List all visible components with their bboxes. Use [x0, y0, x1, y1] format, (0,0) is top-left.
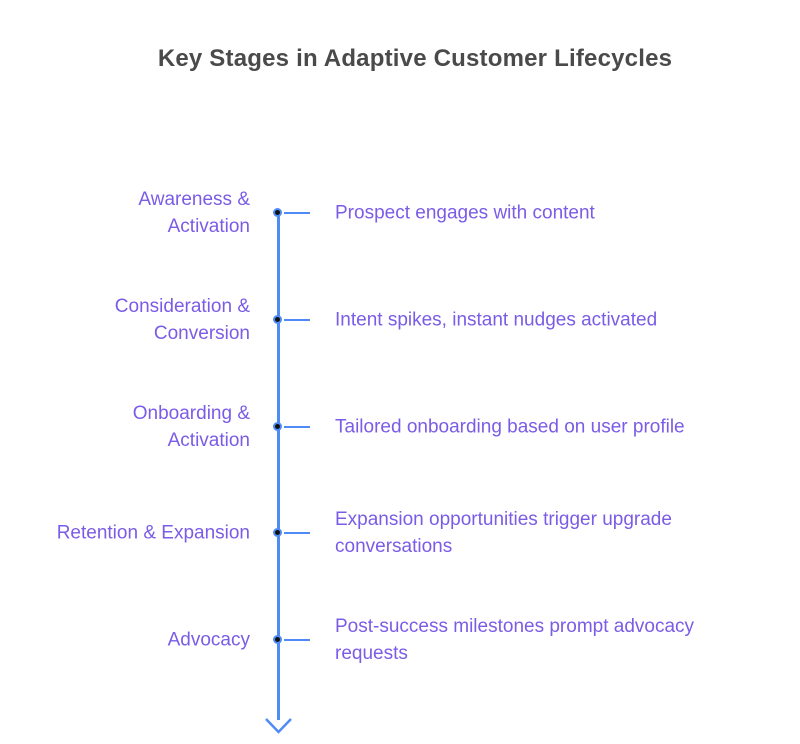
timeline-dot-icon: [273, 635, 282, 644]
connector-line: [284, 211, 310, 215]
timeline-dot-icon: [273, 528, 282, 537]
timeline-axis-line: [277, 213, 280, 720]
timeline-dot-icon: [273, 315, 282, 324]
stage-description: Intent spikes, instant nudges activated: [335, 309, 658, 331]
stage-label: Awareness & Activation: [138, 189, 250, 237]
stage-description: Post-success milestones prompt advocacy …: [335, 616, 695, 664]
connector-line: [284, 318, 310, 322]
stage-label: Consideration & Conversion: [114, 296, 250, 344]
stage-label: Onboarding & Activation: [132, 403, 250, 451]
stage-description: Expansion opportunities trigger upgrade …: [335, 509, 672, 557]
timeline-dot-icon: [273, 422, 282, 431]
diagram-title: Key Stages in Adaptive Customer Lifecycl…: [157, 45, 673, 72]
connector-line: [284, 531, 310, 535]
arrow-down-icon: [265, 718, 292, 734]
stage-description: Tailored onboarding based on user profil…: [335, 416, 685, 438]
connector-line: [284, 638, 310, 642]
connector-line: [284, 425, 310, 429]
stage-description: Prospect engages with content: [335, 202, 595, 224]
timeline-dot-icon: [273, 208, 282, 217]
stage-label: Advocacy: [167, 629, 250, 651]
stage-label: Retention & Expansion: [56, 522, 250, 544]
